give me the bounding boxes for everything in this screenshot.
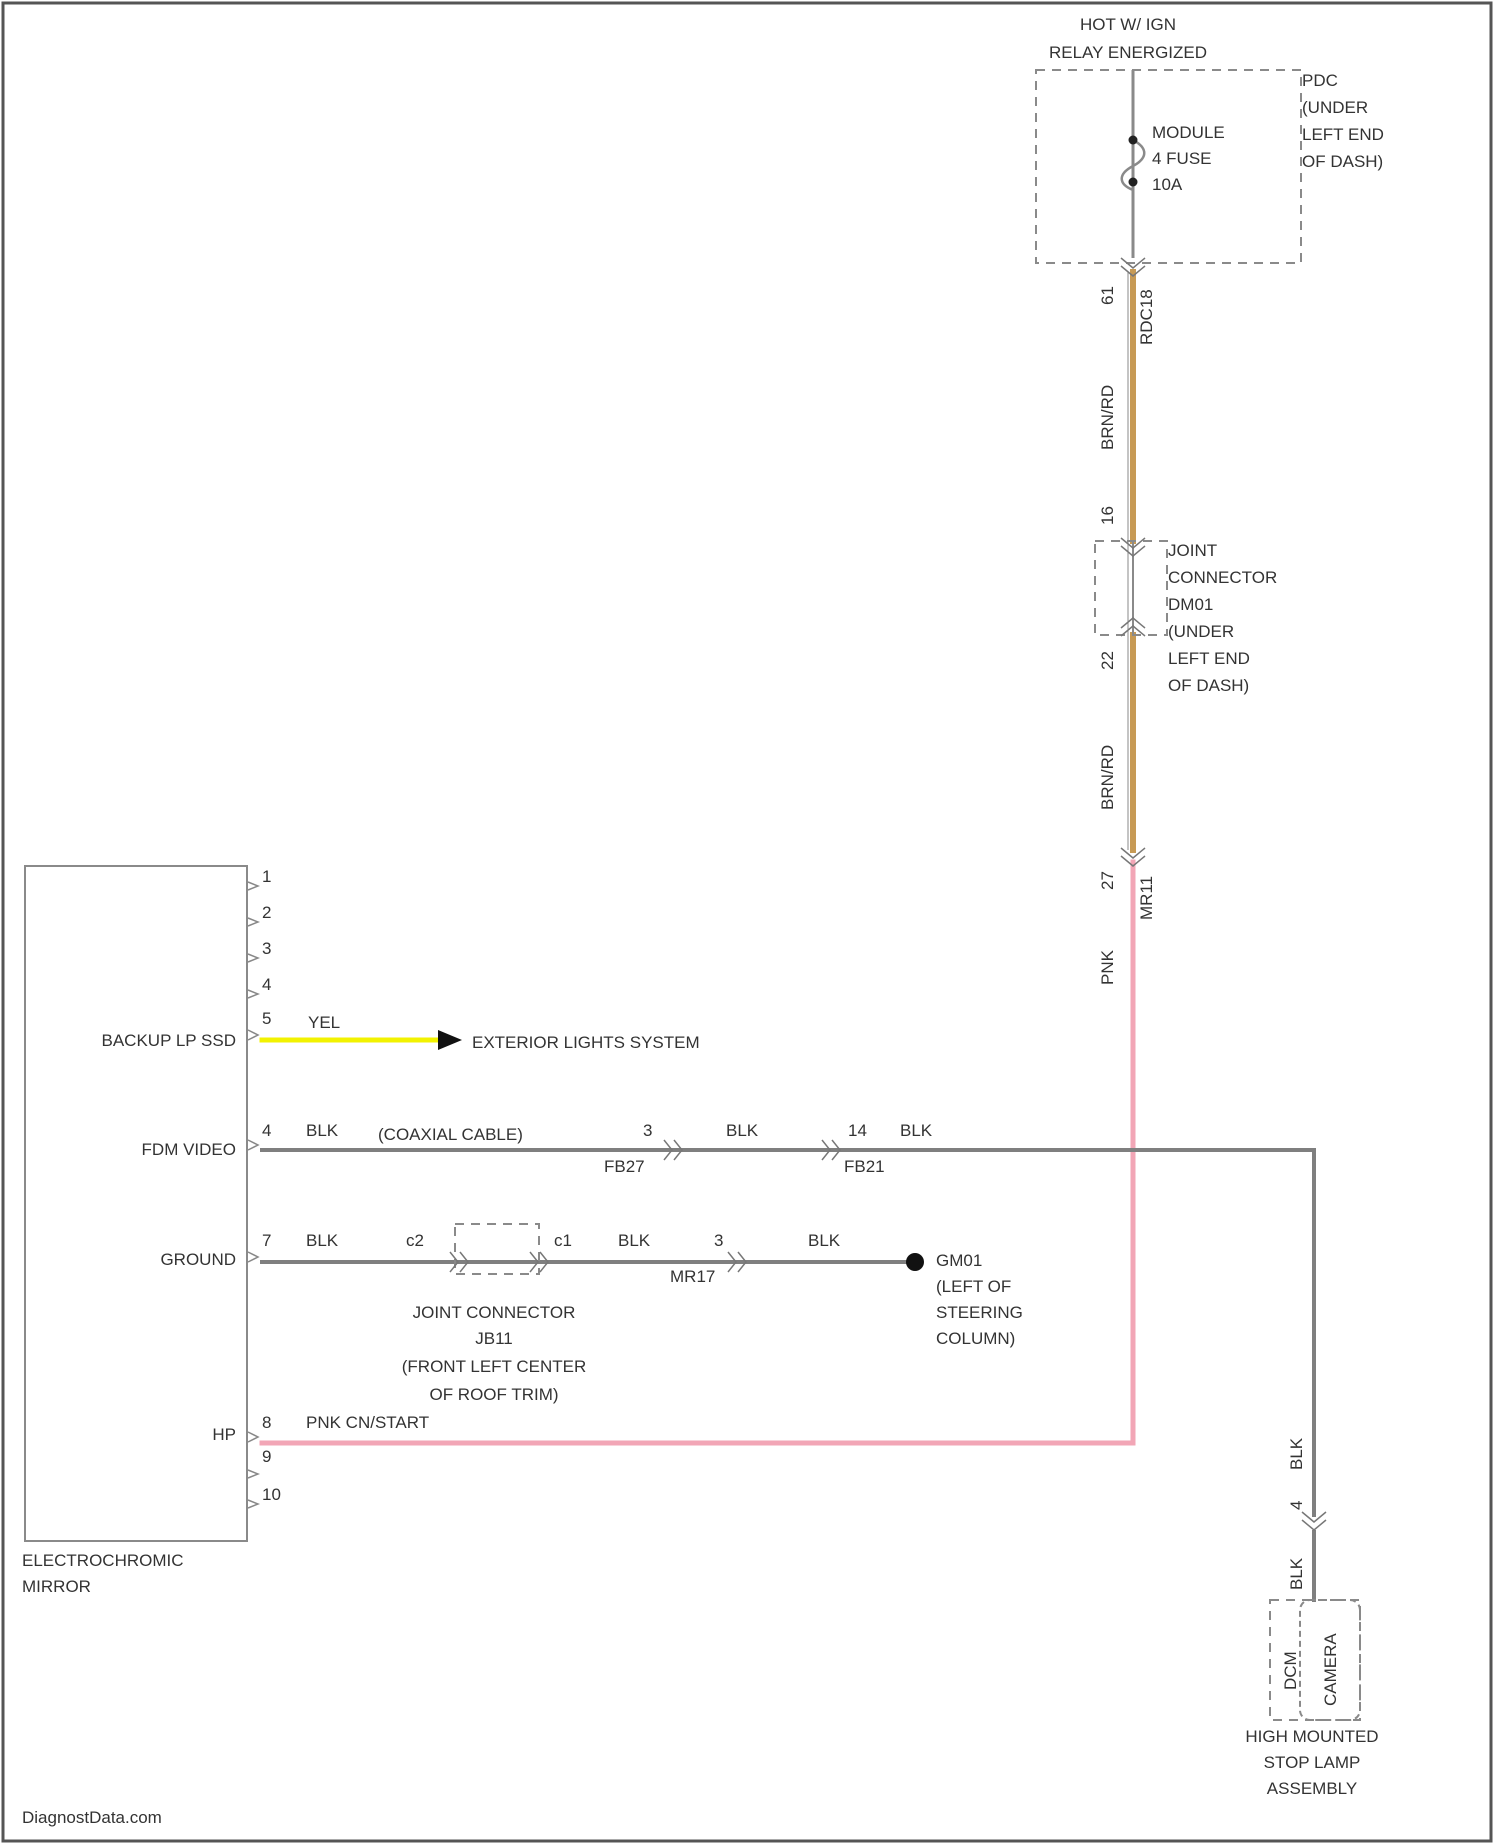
conn-upper-label: RDC18 [1137,289,1156,345]
joint-dm01-line4: (UNDER [1168,622,1234,641]
pin-joint-out-label: 22 [1098,651,1117,670]
conn-lower-label: MR11 [1137,876,1156,920]
fuse-terminal-bottom [1129,178,1138,187]
mirror-caption-line1: ELECTROCHROMIC [22,1551,184,1570]
video-cable: (COAXIAL CABLE) [378,1125,523,1144]
mirror-pin-stubs [248,882,258,1508]
ground-wire1: BLK [306,1231,339,1250]
arrow-icon [438,1030,462,1050]
ground-icon [906,1253,924,1271]
ign-pin: 8 [262,1413,271,1432]
video-wire2: BLK [726,1121,759,1140]
video-wire4: BLK [1287,1437,1306,1470]
gnd-label-line3: STEERING [936,1303,1023,1322]
mirror-caption-line2: MIRROR [22,1577,91,1596]
mirror-pin-3: 3 [262,939,271,958]
mirror-pin-2: 2 [262,903,271,922]
joint-dm01-line2: CONNECTOR [1168,568,1277,587]
joint-dm01-line1: JOINT [1168,541,1217,560]
backup-wire-label: YEL [308,1013,340,1032]
joint-dm01-line6: OF DASH) [1168,676,1249,695]
mirror-pin-4: 4 [262,975,271,994]
wire1-color-label: BRN/RD [1098,385,1117,450]
diagram-frame [3,3,1491,1841]
camera-label-dcm: DCM [1281,1651,1300,1690]
ign-wire: PNK CN/START [306,1413,429,1432]
hot-label-line2: RELAY ENERGIZED [1049,43,1207,62]
jb11-label-line4: OF ROOF TRIM) [429,1385,558,1404]
joint-connector-jb11-box [455,1224,539,1274]
camera-caption-line2: STOP LAMP [1264,1753,1361,1772]
pdc-label-line3: LEFT END [1302,125,1384,144]
gnd-label-line4: COLUMN) [936,1329,1015,1348]
ground-wire2: BLK [618,1231,651,1250]
pdc-label-line4: OF DASH) [1302,152,1383,171]
mirror-pin-9: 9 [262,1447,271,1466]
backup-dest-label: EXTERIOR LIGHTS SYSTEM [472,1033,700,1052]
jb11-label-line3: (FRONT LEFT CENTER [402,1357,587,1376]
fuse-label-line1: MODULE [1152,123,1225,142]
video-pin2: 3 [643,1121,652,1140]
ground-pin: 7 [262,1231,271,1250]
wire3-color-label: PNK [1098,949,1117,985]
pin-lower-label: 27 [1098,871,1117,890]
gnd-label-line2: (LEFT OF [936,1277,1011,1296]
video-pin: 4 [262,1121,271,1140]
mirror-pin-1: 1 [262,867,271,886]
video-label: FDM VIDEO [142,1140,236,1159]
wire2-color-label: BRN/RD [1098,745,1117,810]
jb11-label-line2: JB11 [475,1329,513,1348]
video-blk-wire [262,1150,1314,1515]
camera-caption-line1: HIGH MOUNTED [1245,1727,1378,1746]
pdc-label-line2: (UNDER [1302,98,1368,117]
ign-label: HP [212,1425,236,1444]
footer-watermark: DiagnostData.com [22,1808,162,1827]
pdc-label-line1: PDC [1302,71,1338,90]
fuse-label-line2: 4 FUSE [1152,149,1212,168]
mirror-pin-10: 10 [262,1485,281,1504]
pin-joint-in-label: 16 [1098,506,1117,525]
pnk-wire [262,862,1133,1443]
video-conn2: FB27 [604,1157,645,1176]
backup-label: BACKUP LP SSD [102,1031,237,1050]
ground-pin3: 3 [714,1231,723,1250]
camera-label-camera: CAMERA [1321,1633,1340,1706]
ground-pin-c1: c1 [554,1231,572,1250]
video-conn3: FB21 [844,1157,885,1176]
video-wire5: BLK [1287,1557,1306,1590]
video-pin3: 14 [848,1121,867,1140]
joint-dm01-line5: LEFT END [1168,649,1250,668]
ground-conn3: MR17 [670,1267,715,1286]
ground-label: GROUND [160,1250,236,1269]
camera-caption-line3: ASSEMBLY [1267,1779,1357,1798]
pin-upper-label: 61 [1098,286,1117,305]
hot-label-line1: HOT W/ IGN [1080,15,1176,34]
video-pin4: 4 [1287,1501,1306,1510]
ground-pin-c2: c2 [406,1231,424,1250]
video-wire3: BLK [900,1121,933,1140]
fuse-terminal-top [1129,136,1138,145]
mirror-pin-5: 5 [262,1009,271,1028]
fuse-label-line3: 10A [1152,175,1183,194]
joint-dm01-line3: DM01 [1168,595,1213,614]
jb11-label-line1: JOINT CONNECTOR [413,1303,576,1322]
video-wire1: BLK [306,1121,339,1140]
gnd-label-line1: GM01 [936,1251,982,1270]
ground-wire3: BLK [808,1231,841,1250]
